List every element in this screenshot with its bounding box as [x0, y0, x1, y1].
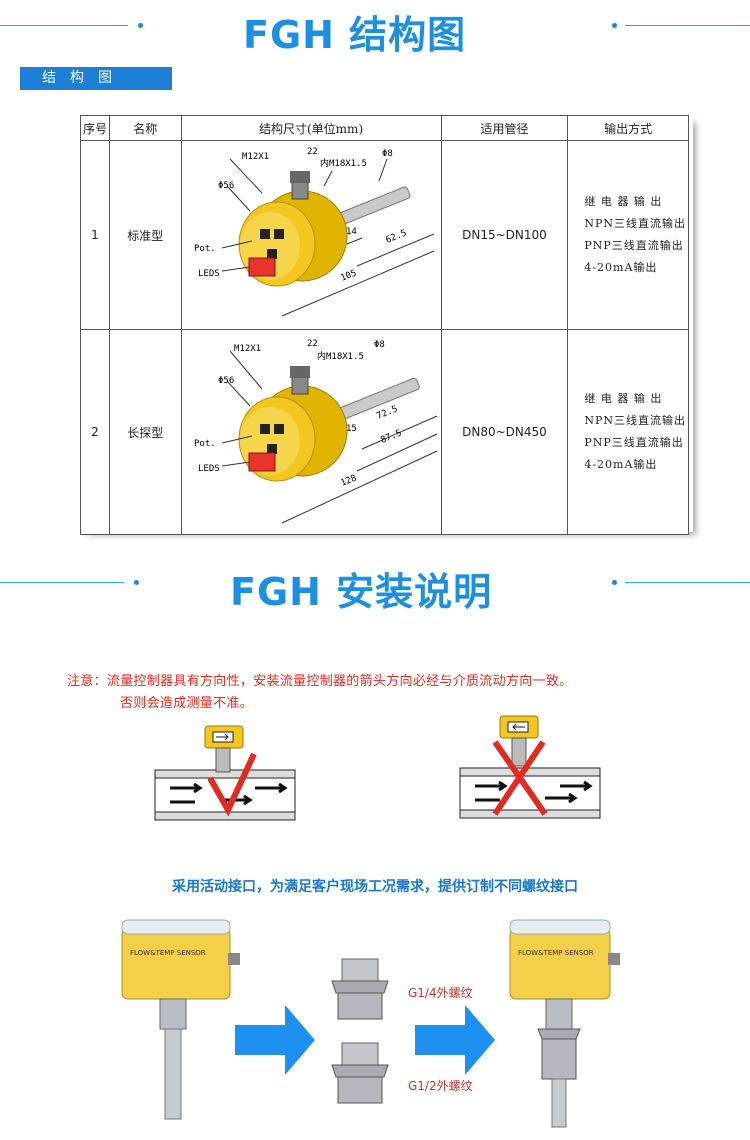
label-wrench: 22 [307, 339, 318, 349]
label-leds: LEDS [198, 269, 220, 279]
custom-interface-text: 采用活动接口，为满足客户现场工况需求，提供订制不同螺纹接口 [172, 879, 578, 895]
fitting-quarter [331, 958, 389, 1020]
output-item: PNP三线直流输出 [584, 239, 684, 252]
header-line-left [0, 25, 128, 26]
label-thread: 内M18X1.5 [320, 157, 367, 169]
header-dimensions: 结构尺寸(单位mm) [180, 115, 442, 141]
fitting-half [331, 1042, 389, 1104]
label-m12: M12X1 [234, 344, 261, 354]
output-item: 继 电 器 输 出 [584, 195, 663, 208]
table-row: 2 长探型 [80, 329, 689, 535]
header-line-right [625, 25, 750, 26]
arrow-right-icon [415, 1005, 495, 1075]
label-total: 128 [339, 473, 358, 488]
notice-line-1: 注意：流量控制器具有方向性，安装流量控制器的箭头方向必经与介质流动方向一致。 [67, 674, 573, 689]
dimension-drawing-2: M12X1 22 内M18X1.5 Φ8 Φ56 Pot. LEDS 15 72… [180, 329, 442, 535]
dimension-drawing-1: M12X1 22 内M18X1.5 Φ8 Φ56 Pot. LEDS 14 62… [180, 140, 442, 330]
header2-line-left [0, 582, 124, 583]
sensor-label-left: FLOW&TEMP SENSOR [130, 949, 206, 957]
section-title-structure: FGH 结构图 [243, 13, 467, 57]
label-pot: Pot. [194, 244, 216, 254]
header2-dot-left [134, 580, 139, 585]
label-wrench: 22 [307, 147, 318, 157]
label-d1: 15 [346, 424, 357, 434]
row-outputs: 继 电 器 输 出 NPN三线直流输出 PNP三线直流输出 4-20mA输出 [567, 140, 689, 330]
label-pot: Pot. [194, 439, 216, 449]
thread-label-half: G1/2外螺纹 [408, 1079, 473, 1093]
section-title-install: FGH 安装说明 [230, 570, 493, 614]
label-m12: M12X1 [242, 152, 269, 162]
label-phi8: Φ8 [374, 340, 385, 350]
output-item: NPN三线直流输出 [584, 217, 686, 230]
output-item: 4-20mA输出 [584, 458, 658, 471]
thread-options-illustration: FLOW&TEMP SENSOR FLOW&TEMP SENSOR [121, 919, 620, 1128]
notice-line-2: 否则会造成测量不准。 [120, 696, 254, 711]
label-d3: 87.5 [379, 428, 403, 445]
label-phi8: Φ8 [382, 149, 393, 159]
header-pipe: 适用管径 [440, 115, 569, 141]
label-thread: 内M18X1.5 [317, 350, 364, 362]
header-dot-right [612, 23, 617, 28]
row-no: 1 [80, 140, 110, 330]
cross-mark-icon [492, 740, 548, 816]
row-no: 2 [80, 329, 110, 535]
header-output: 输出方式 [567, 115, 689, 141]
label-phi56: Φ56 [218, 376, 234, 386]
label-phi56: Φ56 [218, 181, 234, 191]
output-item: PNP三线直流输出 [584, 436, 684, 449]
label-d1: 14 [346, 227, 357, 237]
arrow-right-icon [235, 1005, 315, 1075]
label-total: 105 [339, 268, 358, 283]
spec-table: 序号 名称 结构尺寸(单位mm) 适用管径 输出方式 1 标准型 [80, 115, 689, 535]
row-name: 长探型 [108, 329, 182, 535]
sensor-label-right: FLOW&TEMP SENSOR [518, 949, 594, 957]
row-name: 标准型 [108, 140, 182, 330]
label-d2: 72.5 [375, 404, 399, 421]
table-row: 1 标准型 [80, 140, 689, 330]
label-leds: LEDS [198, 464, 220, 474]
header-no: 序号 [80, 115, 110, 141]
header-name: 名称 [108, 115, 182, 141]
sensor-drawing-standard: M12X1 22 内M18X1.5 Φ8 Φ56 Pot. LEDS 14 62… [194, 147, 435, 317]
output-item: 继 电 器 输 出 [584, 392, 663, 405]
label-d2: 62.5 [384, 228, 408, 245]
correct-install-diagram [154, 725, 296, 821]
header2-line-right [625, 582, 750, 583]
table-header-row: 序号 名称 结构尺寸(单位mm) 适用管径 输出方式 [80, 115, 689, 141]
row-pipe: DN80~DN450 [440, 329, 569, 535]
row-pipe: DN15~DN100 [440, 140, 569, 330]
check-mark-icon [207, 752, 257, 817]
sensor-drawing-long: M12X1 22 内M18X1.5 Φ8 Φ56 Pot. LEDS 15 72… [194, 339, 438, 523]
header2-dot-right [612, 580, 617, 585]
wrong-install-diagram [459, 715, 601, 819]
output-item: NPN三线直流输出 [584, 414, 686, 427]
output-item: 4-20mA输出 [584, 261, 658, 274]
structure-tag: 结构图 [20, 67, 172, 90]
thread-label-quarter: G1/4外螺纹 [408, 986, 473, 1000]
header-dot-left [138, 23, 143, 28]
row-outputs: 继 电 器 输 出 NPN三线直流输出 PNP三线直流输出 4-20mA输出 [567, 329, 689, 535]
